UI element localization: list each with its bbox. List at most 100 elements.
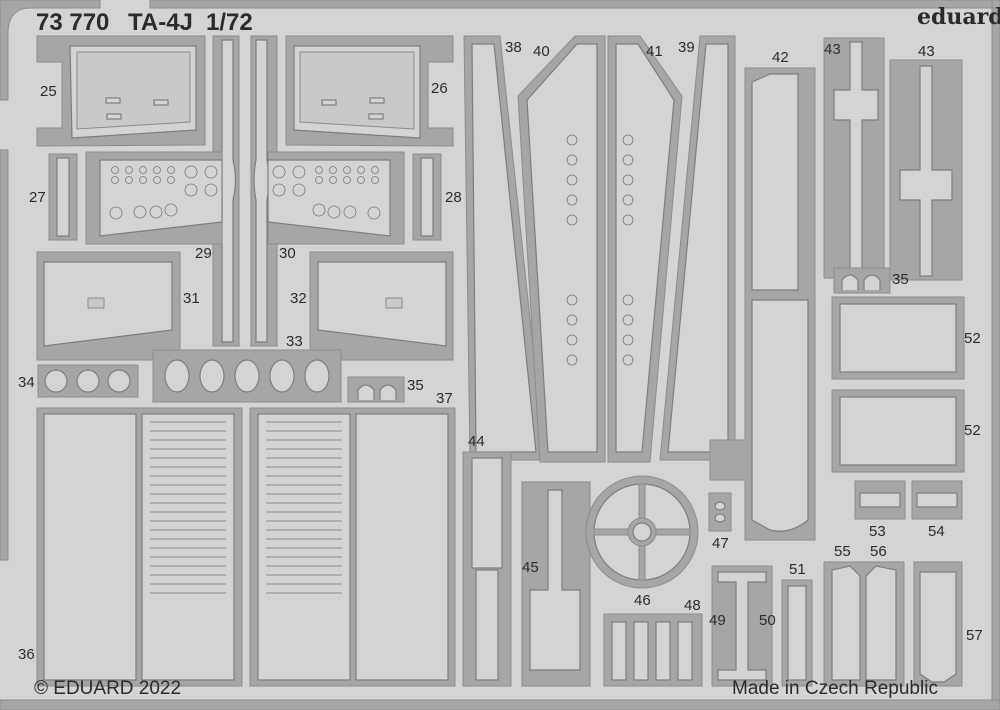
detail-dot <box>167 176 175 184</box>
label-35a: 35 <box>407 377 424 394</box>
detail-dot <box>566 354 578 366</box>
label-44: 44 <box>468 433 485 450</box>
label-25: 25 <box>40 83 57 100</box>
detail-dot <box>622 174 634 186</box>
kit-scale: 1/72 <box>206 9 253 36</box>
detail-dot <box>371 176 379 184</box>
part-34 <box>37 364 139 398</box>
label-47: 47 <box>712 535 729 552</box>
label-50: 50 <box>759 612 776 629</box>
detail-dot <box>111 166 119 174</box>
detail-dot <box>343 176 351 184</box>
label-41: 41 <box>646 43 663 60</box>
detail-dot <box>184 165 198 179</box>
label-52a: 52 <box>964 330 981 347</box>
detail-dot <box>153 166 161 174</box>
part-47 <box>708 492 732 532</box>
detail-dot <box>329 176 337 184</box>
detail-dot <box>566 154 578 166</box>
part-25 <box>36 35 206 147</box>
label-36: 36 <box>18 646 35 663</box>
label-28: 28 <box>445 189 462 206</box>
detail-dot <box>566 294 578 306</box>
part-36 <box>36 407 243 687</box>
label-46: 46 <box>634 592 651 609</box>
kit-code: 73 770 <box>36 9 109 36</box>
label-43b: 43 <box>918 43 935 60</box>
detail-dot <box>111 176 119 184</box>
part-46 <box>585 475 699 589</box>
part-37 <box>249 407 456 687</box>
label-33: 33 <box>286 333 303 350</box>
part-51 <box>781 579 813 687</box>
part-52-bottom <box>831 389 965 473</box>
part-labels: 25 26 27 28 29 30 31 32 33 34 35 36 37 3… <box>18 39 983 663</box>
detail-dot <box>164 203 178 217</box>
detail-dot <box>622 134 634 146</box>
label-30: 30 <box>279 245 296 262</box>
part-35-left <box>347 376 405 403</box>
detail-dot <box>622 154 634 166</box>
detail-dot <box>327 205 341 219</box>
part-45 <box>521 481 591 687</box>
part-55-56 <box>823 561 905 687</box>
label-56: 56 <box>870 543 887 560</box>
label-42: 42 <box>772 49 789 66</box>
label-55: 55 <box>834 543 851 560</box>
origin: Made in Czech Republic <box>732 678 938 699</box>
detail-dot <box>371 166 379 174</box>
part-43-right <box>889 59 963 281</box>
part-44 <box>462 451 512 687</box>
part-43-left <box>823 37 885 279</box>
detail-dot <box>292 183 306 197</box>
part-52-top <box>831 296 965 380</box>
detail-dot <box>125 166 133 174</box>
part-33 <box>152 349 342 403</box>
detail-dot <box>204 183 218 197</box>
part-30 <box>250 35 278 347</box>
detail-dot <box>367 206 381 220</box>
label-51: 51 <box>789 561 806 578</box>
detail-dot <box>622 214 634 226</box>
detail-dot <box>133 205 147 219</box>
detail-dot <box>272 165 286 179</box>
detail-dot <box>566 194 578 206</box>
detail-dot <box>622 194 634 206</box>
detail-dot <box>315 166 323 174</box>
detail-dot <box>343 205 357 219</box>
detail-dot <box>292 165 306 179</box>
detail-dot <box>315 176 323 184</box>
detail-dot <box>357 176 365 184</box>
part-26 <box>285 35 454 147</box>
label-40: 40 <box>533 43 550 60</box>
detail-dot <box>622 294 634 306</box>
detail-dot <box>357 166 365 174</box>
part-35-right <box>833 267 891 294</box>
detail-dot <box>343 166 351 174</box>
label-31: 31 <box>183 290 200 307</box>
label-26: 26 <box>431 80 448 97</box>
part-48 <box>603 613 703 687</box>
part-49-50 <box>711 565 773 687</box>
part-40 <box>517 35 606 463</box>
detail-dot <box>566 334 578 346</box>
label-37: 37 <box>436 390 453 407</box>
detail-dot <box>622 354 634 366</box>
detail-dot <box>139 166 147 174</box>
label-32: 32 <box>290 290 307 307</box>
copyright: © EDUARD 2022 <box>34 678 181 699</box>
part-42 <box>709 67 816 541</box>
label-57: 57 <box>966 627 983 644</box>
brand-logo: eduard <box>917 4 1000 30</box>
label-29: 29 <box>195 245 212 262</box>
detail-dot <box>566 314 578 326</box>
detail-dot <box>149 205 163 219</box>
part-31 <box>36 251 181 361</box>
part-53 <box>854 480 906 520</box>
detail-dot <box>139 176 147 184</box>
label-54: 54 <box>928 523 945 540</box>
label-43a: 43 <box>824 41 841 58</box>
